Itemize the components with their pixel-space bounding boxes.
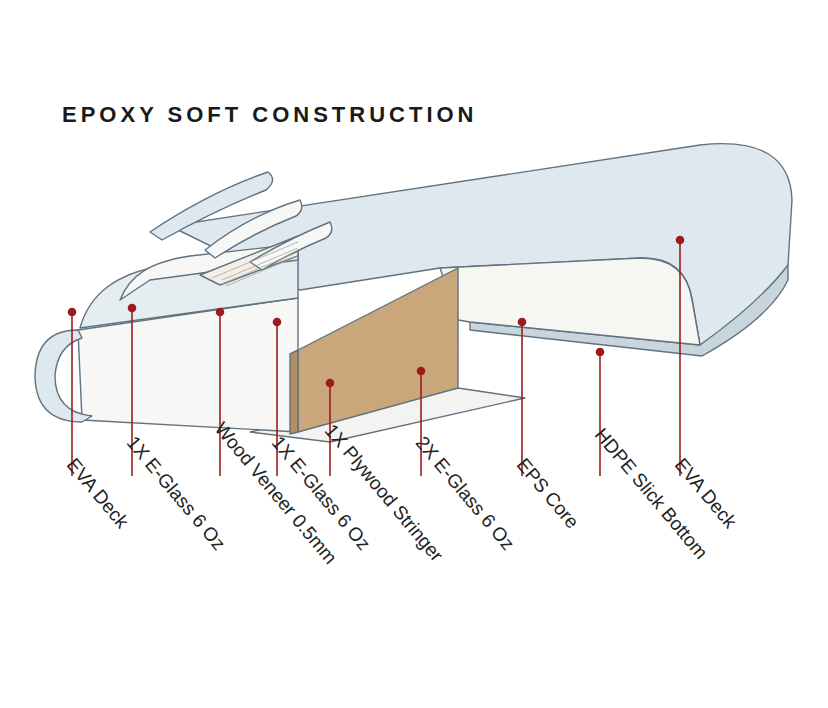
layer-label: EVA Deck — [62, 455, 132, 533]
diagram-title: EPOXY SOFT CONSTRUCTION — [62, 102, 478, 128]
layer-label: EPS Core — [512, 455, 582, 533]
layer-label: 1X E-Glass 6 Oz — [122, 433, 229, 555]
